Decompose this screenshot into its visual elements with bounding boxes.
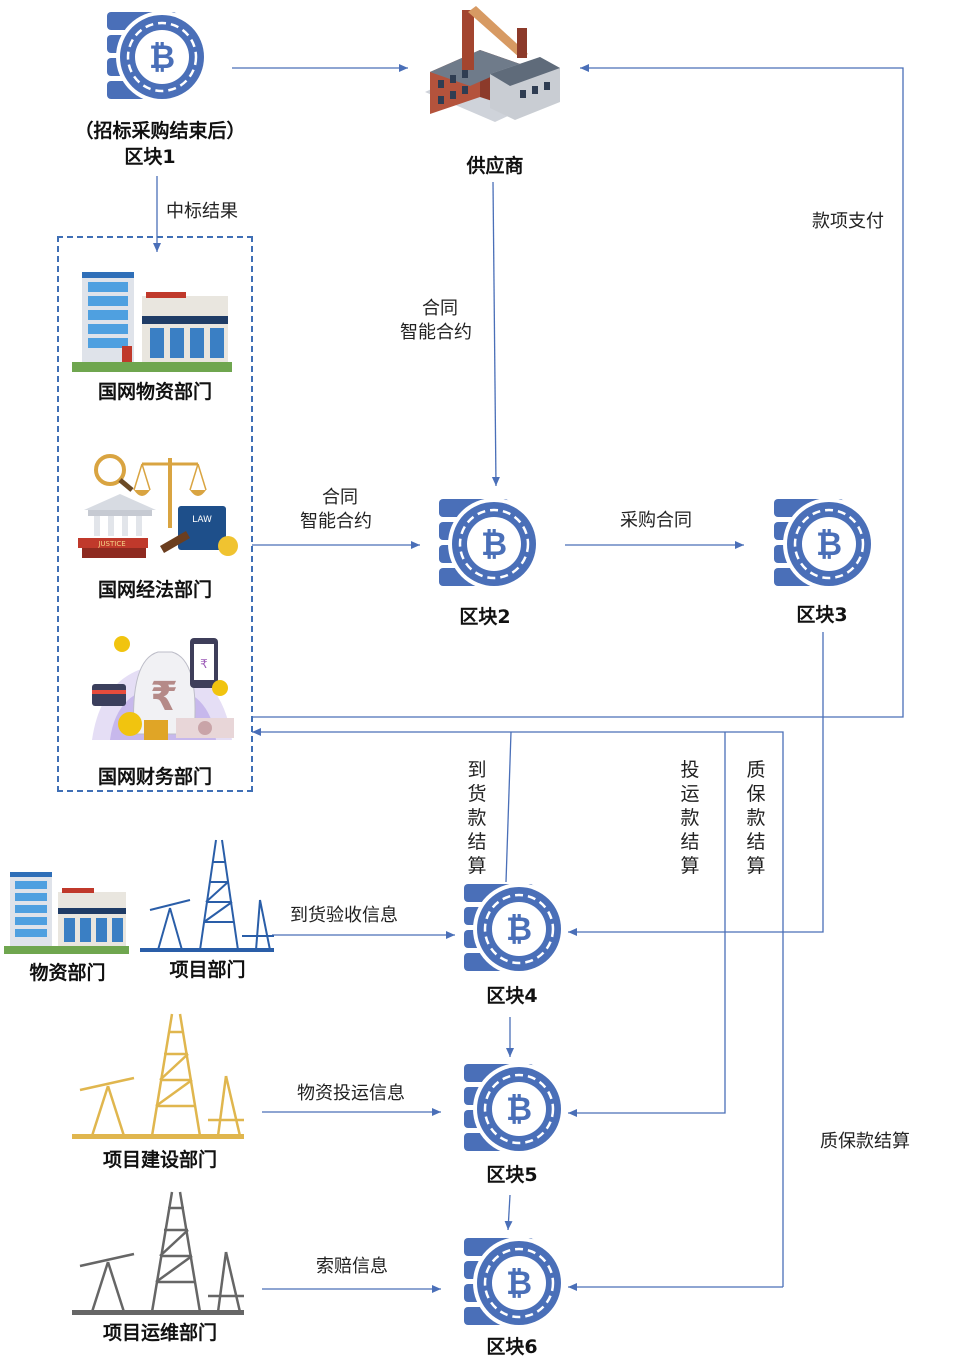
block5-label: 区块5 — [486, 1164, 538, 1186]
edge-label-arrival-inspect: 到货验收信息 — [290, 905, 398, 926]
edge-label-payment: 款项支付 — [812, 211, 884, 232]
block4-icon: ₿ — [464, 883, 565, 975]
block3-label: 区块3 — [796, 604, 848, 626]
edge-label-purchase-contract: 采购合同 — [620, 510, 692, 531]
building-small-icon — [4, 872, 129, 954]
edge-label-legal-contract-1: 合同 — [322, 487, 358, 508]
block2-label: 区块2 — [459, 606, 511, 628]
oil-rig-gold-icon — [72, 1013, 244, 1139]
svg-text:₹: ₹ — [150, 674, 178, 720]
edge-label-transport-info: 物资投运信息 — [297, 1083, 405, 1104]
edge-label-bid-result: 中标结果 — [166, 201, 238, 222]
oil-rig-blue-icon — [140, 839, 274, 952]
dept-legal-label: 国网经法部门 — [97, 579, 212, 601]
dept-material-label: 国网物资部门 — [97, 381, 212, 403]
edge-label-transport-settle: 投运款结算 — [680, 759, 700, 877]
edge-label-claim-info: 索赔信息 — [316, 1256, 388, 1277]
svg-text:LAW: LAW — [192, 515, 212, 525]
edge-settle-return — [252, 728, 784, 1287]
edge-payment — [252, 64, 904, 718]
svg-text:₿: ₿ — [149, 38, 175, 76]
svg-text:₿: ₿ — [506, 1264, 532, 1302]
svg-text:JUSTICE: JUSTICE — [97, 540, 125, 548]
edge-label-warranty-settle-v: 质保款结算 — [746, 759, 766, 877]
block1-icon: ₿ — [107, 11, 208, 103]
svg-text:₹: ₹ — [200, 657, 208, 671]
money-bag-icon: ₹ ₹ — [92, 636, 234, 740]
edge-label-arrival-settle: 到货款结算 — [467, 759, 487, 877]
edge-arrival-settle — [505, 731, 512, 883]
svg-text:₿: ₿ — [816, 525, 842, 563]
edge-transport-settle — [568, 732, 726, 1117]
block1-label-top: （招标采购结束后） — [74, 120, 246, 142]
factory-icon — [425, 6, 560, 122]
project-ops-label: 项目运维部门 — [102, 1322, 217, 1344]
svg-text:₿: ₿ — [481, 525, 507, 563]
block5-icon: ₿ — [464, 1063, 565, 1155]
edge-label-warranty-settle-h: 质保款结算 — [820, 1131, 910, 1152]
edge-label-supplier-contract-2: 智能合约 — [400, 322, 472, 343]
block1-label: 区块1 — [124, 146, 176, 168]
svg-text:₿: ₿ — [506, 1090, 532, 1128]
project-build-label: 项目建设部门 — [102, 1149, 217, 1171]
local-material-label: 物资部门 — [29, 962, 106, 984]
supplier-label: 供应商 — [466, 155, 524, 177]
svg-text:₿: ₿ — [506, 910, 532, 948]
edge-supplier-block2 — [491, 181, 500, 487]
block4-label: 区块4 — [486, 985, 538, 1007]
dept-finance-label: 国网财务部门 — [97, 766, 212, 788]
dept-group-box — [57, 236, 253, 792]
edge-block5-block6 — [504, 1194, 513, 1231]
block6-label: 区块6 — [486, 1336, 538, 1358]
block6-icon: ₿ — [464, 1237, 565, 1329]
edge-label-supplier-contract-1: 合同 — [422, 298, 458, 319]
edge-label-legal-contract-2: 智能合约 — [300, 511, 372, 532]
edge-block3-block4 — [568, 632, 824, 936]
local-project-label: 项目部门 — [169, 959, 246, 981]
block2-icon: ₿ — [439, 498, 540, 590]
scales-of-justice-icon: JUSTICE LAW — [78, 454, 238, 558]
block3-icon: ₿ — [774, 498, 875, 590]
oil-rig-gray-icon — [72, 1191, 244, 1315]
building-icon — [72, 272, 232, 372]
